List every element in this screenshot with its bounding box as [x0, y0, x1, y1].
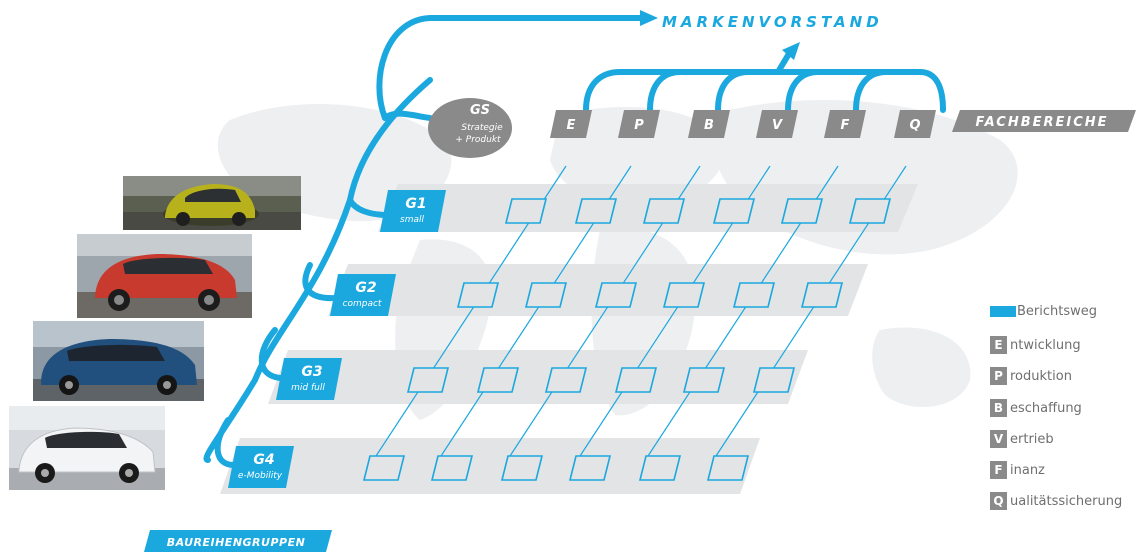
cell [524, 282, 568, 308]
group-badges: G1 small G2 compact G3 mid full G4 e-Mob… [228, 190, 446, 488]
svg-text:Q: Q [909, 118, 920, 133]
legend-item-q: Q ualitätssicherung [990, 492, 1122, 510]
svg-text:mid full: mid full [291, 383, 325, 393]
band-g3 [268, 350, 808, 404]
cell [638, 455, 682, 481]
svg-text:small: small [400, 215, 424, 225]
department-badge-b: B [688, 110, 730, 138]
group-badge-g2: G2 compact [330, 274, 396, 316]
cell [712, 198, 756, 224]
cell [574, 198, 618, 224]
cell [476, 367, 520, 393]
legend-item-b: B eschaffung [990, 399, 1082, 417]
svg-text:B: B [704, 118, 714, 133]
cell [544, 367, 588, 393]
cell [706, 455, 750, 481]
blue-van-photo [33, 321, 204, 401]
svg-text:E: E [567, 118, 576, 133]
legend-report-line: Berichtsweg [990, 304, 1097, 319]
group-badge-g4: G4 e-Mobility [228, 446, 294, 488]
group-bands [220, 184, 918, 494]
cell [732, 282, 776, 308]
markenvorstand-arrowhead [640, 10, 658, 26]
white-hatchback-photo [9, 406, 165, 490]
legend-item-v: V ertrieb [990, 430, 1054, 448]
cell [504, 198, 548, 224]
svg-text:G3: G3 [301, 364, 322, 380]
matrix-cells [362, 198, 892, 481]
cell [430, 455, 474, 481]
gs-line2: + Produkt [455, 135, 501, 145]
svg-text:G2: G2 [355, 280, 376, 296]
group-badge-g3: G3 mid full [276, 358, 342, 400]
svg-text:P: P [634, 118, 644, 133]
cell [662, 282, 706, 308]
gs-code: GS [470, 103, 490, 118]
cell [362, 455, 406, 481]
yellow-hatchback-photo [123, 176, 301, 230]
band-g2 [328, 264, 868, 316]
cell [848, 198, 892, 224]
svg-text:compact: compact [343, 299, 382, 309]
cell [752, 367, 796, 393]
cell [406, 367, 450, 393]
baureihengruppen-tag: BAUREIHENGRUPPEN [144, 530, 332, 552]
band-g4 [220, 438, 760, 494]
legend-report-line-label: Berichtsweg [1017, 304, 1098, 319]
cell [594, 282, 638, 308]
legend-item-e: E ntwicklung [990, 336, 1081, 354]
department-badge-v: V [756, 110, 798, 138]
svg-text:V: V [772, 118, 783, 133]
department-badge-f: F [824, 110, 866, 138]
baureihengruppen-label: BAUREIHENGRUPPEN [167, 536, 306, 549]
cell [642, 198, 686, 224]
department-badge-p: P [618, 110, 660, 138]
fachbereiche-tag: FACHBEREICHE [952, 110, 1136, 132]
svg-text:F: F [841, 118, 850, 133]
department-badges: E P B V F Q [550, 110, 936, 138]
legend-item-f: F inanz [990, 461, 1045, 479]
fachbereiche-label: FACHBEREICHE [975, 115, 1108, 130]
cell [500, 455, 544, 481]
group-badge-g1: G1 small [380, 190, 446, 232]
cell [568, 455, 612, 481]
up-arrowhead [782, 42, 800, 60]
gs-line1: Strategie [461, 123, 503, 133]
svg-text:G1: G1 [405, 196, 426, 212]
report-line-swatch [990, 306, 1016, 317]
markenvorstand-label: MARKENVORSTAND [662, 13, 883, 31]
svg-text:G4: G4 [253, 452, 274, 468]
department-badge-q: Q [894, 110, 936, 138]
cell [682, 367, 726, 393]
cell [614, 367, 658, 393]
legend-item-p: P roduktion [990, 367, 1072, 385]
department-badge-e: E [550, 110, 592, 138]
cell [456, 282, 500, 308]
cell [800, 282, 844, 308]
cell [780, 198, 824, 224]
gs-node: GS Strategie + Produkt [428, 98, 512, 158]
svg-text:e-Mobility: e-Mobility [238, 471, 283, 481]
red-suv-photo [77, 234, 252, 318]
reporting-lines [203, 15, 946, 468]
